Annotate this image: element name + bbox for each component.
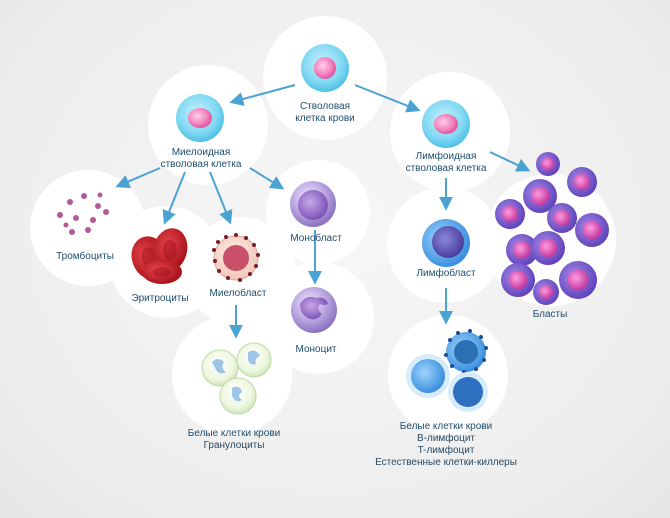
lymphocytes-label: Белые клетки крови B-лимфоцит T-лимфоцит… bbox=[375, 421, 517, 468]
blast-nucleus bbox=[573, 173, 591, 191]
arrows bbox=[115, 84, 531, 339]
lymphoid-stem-cell-label: Лимфоидная стволовая клетка bbox=[405, 151, 487, 174]
blast-nucleus bbox=[538, 284, 554, 300]
lymphocytes-icon bbox=[406, 329, 488, 412]
blast-nucleus bbox=[538, 238, 558, 258]
erythrocytes-label: Эритроциты bbox=[131, 293, 189, 304]
erythrocytes-icon bbox=[131, 228, 188, 284]
lymphoblast-label: Лимфобласт bbox=[416, 268, 476, 279]
platelets-label: Тромбоциты bbox=[56, 251, 114, 262]
stem-cell-icon bbox=[301, 44, 349, 92]
blast-nucleus bbox=[530, 186, 550, 206]
blast-nucleus bbox=[553, 209, 571, 227]
blast-nucleus bbox=[508, 270, 528, 290]
blast-nucleus bbox=[541, 157, 555, 171]
lymphoblast-icon bbox=[422, 219, 470, 267]
blasts-icon bbox=[495, 152, 609, 305]
myeloblast-label: Миелобласт bbox=[209, 288, 267, 299]
lymphoid-stem-cell-icon bbox=[422, 100, 470, 148]
monocyte-icon bbox=[291, 287, 337, 333]
myeloid-stem-cell-label: Миелоидная стволовая клетка bbox=[160, 147, 242, 170]
blasts-label: Бласты bbox=[532, 309, 568, 320]
blast-nucleus bbox=[567, 269, 589, 291]
monoblast-icon bbox=[290, 181, 336, 227]
granulocytes-icon bbox=[201, 342, 272, 415]
blast-nucleus bbox=[513, 241, 531, 259]
granulocytes-label: Белые клетки крови Гранулоциты bbox=[187, 428, 281, 451]
blast-nucleus bbox=[501, 205, 519, 223]
monocyte-label: Моноцит bbox=[295, 344, 337, 355]
stem-cell-label: Стволовая клетка крови bbox=[295, 101, 355, 124]
monoblast-label: Монобласт bbox=[290, 233, 342, 244]
blast-nucleus bbox=[582, 220, 602, 240]
myeloblast-icon bbox=[212, 233, 260, 282]
myeloid-stem-cell-icon bbox=[176, 94, 224, 142]
platelets-icon bbox=[57, 192, 109, 235]
